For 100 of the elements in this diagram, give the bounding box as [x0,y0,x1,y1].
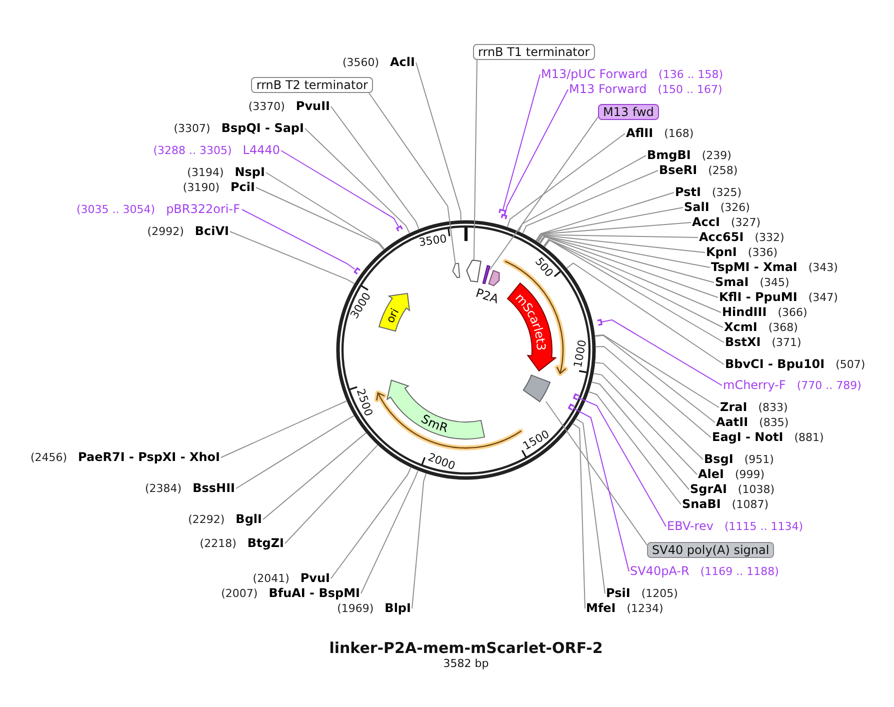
leader-line [591,382,690,490]
leader-line [538,234,706,253]
primer-label: M13/pUC Forward (136 .. 158) [541,66,724,82]
primer-label: (3288 .. 3305) L4440 [153,142,280,158]
sequence-feature [466,260,482,282]
restriction-site-label: PstI (325) [675,184,742,200]
leader-line [543,238,722,313]
leader-line [330,467,412,579]
restriction-site-label: TspMI - XmaI (343) [711,260,838,274]
tick-label: 1000 [571,338,590,369]
leader-line [588,391,682,505]
restriction-site-label: SmaI (345) [715,274,790,290]
restriction-site-label: XcmI (368) [724,320,798,334]
feature-label: SV40 poly(A) signal [647,542,774,558]
leader-line [280,150,399,227]
leader-line [256,187,384,250]
leader-line [578,397,666,527]
restriction-site-label: AccI (327) [692,214,761,230]
leader-line [572,408,630,572]
feature-label: M13 fwd [598,104,659,120]
leader-line [536,192,674,242]
feature-label: rrnB T1 terminator [473,44,595,60]
tick-label: 2000 [426,450,457,473]
plasmid-backbone [336,220,596,480]
restriction-site-label: BmgBI (239) [647,148,732,162]
leader-line [266,172,385,250]
leader-line [502,74,540,210]
restriction-site-label: PsiI (1205) [606,586,678,600]
leader-line [416,62,462,221]
restriction-site-label: AleI (999) [698,466,765,482]
leader-line [572,423,586,609]
leader-line [566,262,724,365]
leader-line [262,432,366,520]
restriction-site-label: HindIII (366) [722,304,808,320]
sequence-feature: P2A [474,270,500,306]
leader-line [536,207,684,242]
leader-line [522,170,658,234]
restriction-site-label: AatII (835) [716,414,789,430]
restriction-site-label: (2292) BglI [188,512,262,526]
primer-mark [568,404,574,410]
caption: 3582 bp [443,657,489,670]
orf-arc [374,390,524,450]
restriction-site-label: AflII (168) [626,126,694,140]
restriction-site-label: BbvCI - Bpu10I (507) [725,356,866,372]
leader-line [518,155,646,232]
primer-label: SV40pA-R (1169 .. 1188) [630,564,779,578]
leader-line [236,415,354,489]
restriction-site-label: (2456) PaeR7I - PspXI - XhoI [30,450,220,464]
leader-line [220,400,347,458]
primer-label: (3035 .. 3054) pBR322ori-F [76,202,240,216]
restriction-site-label: BseRI (258) [659,162,738,178]
tick-label: 3500 [418,232,448,250]
leader-line [594,334,720,408]
restriction-site-label: SgrAI (1038) [690,482,774,496]
restriction-site-label: BsgI (951) [704,452,774,466]
leader-line [412,473,427,609]
restriction-site-label: KflI - PpuMI (347) [719,290,838,304]
leader-line [230,231,355,284]
leader-line [593,372,698,475]
leader-line [576,418,606,594]
sequence-feature: SmR [386,380,485,440]
sequence-feature [522,374,551,402]
restriction-site-label: SnaBI (1087) [682,496,768,512]
primer-label: EBV-rev (1115 .. 1134) [667,518,803,534]
restriction-site-label: Acc65I (332) [699,230,784,244]
leader-line [473,60,478,261]
tick-label: 2500 [354,387,376,418]
primer-mark [500,214,508,220]
restriction-site-label: (2218) BtgZI [200,536,284,550]
leader-line [601,319,722,386]
leader-line [595,346,712,438]
restriction-site-label: KpnI (336) [706,244,778,260]
leader-line [544,239,724,328]
restriction-site-label: (3307) BspQI - SapI [174,120,304,136]
primer-label: mCherry-F (770 .. 789) [723,378,862,392]
restriction-site-label: (2992) BciVI [147,224,229,238]
feature-label: rrnB T2 terminator [251,76,373,92]
leader-line [368,92,456,264]
primer-mark [396,225,403,232]
restriction-site-label: (2007) BfuAI - BspMI [221,586,360,600]
primer-label: M13 Forward (150 .. 167) [569,82,722,96]
restriction-site-label: (3370) PvuII [248,98,330,114]
sequence-feature: ori [378,292,410,332]
restriction-site-label: SalI (326) [684,200,750,214]
leader-line [506,133,626,228]
restriction-site-label: (1969) BlpI [337,600,411,616]
leader-line [537,234,698,242]
leader-line [536,222,692,242]
leader-line [489,116,598,270]
sequence-feature [452,262,460,278]
leader-line [546,401,648,546]
leader-line [594,334,716,423]
restriction-site-label: (3194) NspI [187,164,265,180]
restriction-site-label: ZraI (833) [720,400,788,414]
primer-mark [498,208,506,214]
title: linker-P2A-mem-mScarlet-ORF-2 [329,639,603,657]
leader-line [539,236,710,268]
primer-mark [597,319,602,326]
restriction-site-label: (3190) PciI [182,180,255,194]
primer-mark [573,394,579,400]
